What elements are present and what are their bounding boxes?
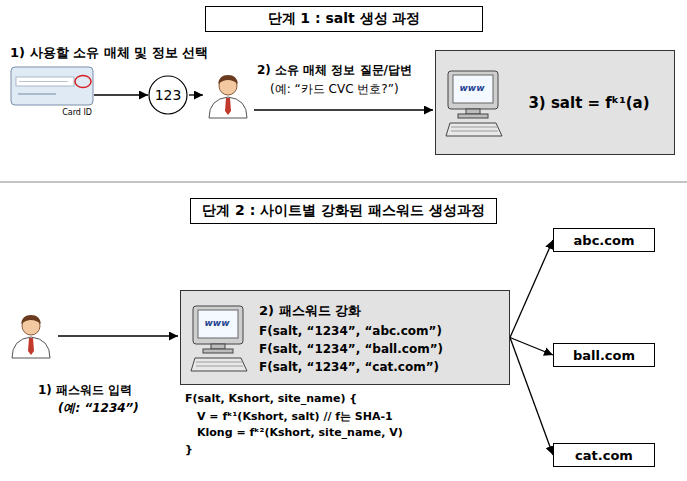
flow-connector <box>94 94 148 95</box>
section-divider <box>0 182 687 183</box>
card-print <box>18 93 56 95</box>
card-node: Card ID <box>10 66 94 122</box>
card-label: Card ID <box>62 108 92 117</box>
flow-connector <box>510 338 553 456</box>
keyboard-keys <box>196 362 243 363</box>
flow-arrow <box>254 109 433 110</box>
monitor-body <box>448 71 498 109</box>
flow-arrow <box>189 94 203 95</box>
flow-arrow <box>58 335 178 336</box>
strip-line <box>19 81 68 82</box>
person-hair <box>218 75 238 84</box>
example-text: (예: “카드 CVC 번호?”) <box>270 81 399 98</box>
person-tie <box>225 98 231 115</box>
code-line: F(salt, Kshort, site_name) { <box>185 392 357 405</box>
cvc-highlight <box>75 76 91 88</box>
screen-text: www <box>460 83 485 93</box>
function-call: F(salt, “1234”, “cat.com”) <box>259 360 439 374</box>
monitor-screen <box>198 310 238 338</box>
code-line: V = fᵏ¹(Kshort, salt) // f는 SHA-1 <box>197 409 393 424</box>
step-title: 2) 패스워드 강화 <box>259 302 361 320</box>
site-box: ball.com <box>553 343 655 367</box>
salt-formula: 3) salt = fᵏ¹(a) <box>528 94 649 112</box>
site-name: abc.com <box>574 233 635 248</box>
monitor-body <box>193 306 243 344</box>
computer-icon <box>446 69 504 139</box>
person-icon <box>12 315 50 358</box>
value-circle: 123 <box>148 75 188 115</box>
stage-header: 단계 2 : 사이트별 강화된 패스워드 생성과정 <box>190 198 497 224</box>
step-caption: 1) 사용할 소유 매체 및 정보 선택 <box>10 44 208 62</box>
monitor-neck <box>211 344 225 349</box>
card-body <box>11 67 93 105</box>
computer-icon <box>191 304 249 374</box>
server-box: 3) salt = fᵏ¹(a) <box>435 50 675 155</box>
person-hair <box>21 315 41 324</box>
site-box: abc.com <box>553 228 655 252</box>
keyboard <box>446 123 502 136</box>
monitor-base <box>458 114 488 118</box>
code-line: Klong = fᵏ²(Kshort, site_name, V) <box>197 426 403 439</box>
flow-connector <box>510 240 553 338</box>
function-call: F(salt, “1234”, “abc.com”) <box>259 324 442 338</box>
person-icon <box>209 75 247 118</box>
circle-outline <box>149 76 187 114</box>
keyboard-keys <box>451 127 498 128</box>
person-tie <box>28 338 34 355</box>
keyboard-keys <box>196 366 243 367</box>
card-illustration <box>10 66 94 106</box>
site-name: ball.com <box>573 348 635 363</box>
monitor-base <box>203 349 233 353</box>
site-box: cat.com <box>553 443 655 467</box>
keyboard <box>191 358 247 371</box>
site-name: cat.com <box>575 448 633 463</box>
stage-title: 단계 2 : 사이트별 강화된 패스워드 생성과정 <box>202 202 485 220</box>
screen-text: www <box>205 318 230 328</box>
signature-strip <box>16 77 74 86</box>
server-box: 2) 패스워드 강화 F(salt, “1234”, “abc.com”) F(sa… <box>180 290 510 385</box>
stage-header: 단계 1 : salt 생성 과정 <box>205 6 483 32</box>
cvc-value: 123 <box>155 87 182 103</box>
flow-connector <box>510 338 553 356</box>
step-caption: 1) 패스워드 입력 <box>38 382 132 399</box>
step-caption: 2) 소유 매체 정보 질문/답변 <box>257 62 412 79</box>
example-text: (예: “1234”) <box>58 400 139 417</box>
person-body <box>209 97 247 118</box>
code-line: } <box>185 443 193 456</box>
stage-title: 단계 1 : salt 생성 과정 <box>268 10 421 28</box>
monitor-neck <box>466 109 480 114</box>
monitor-screen <box>453 75 493 103</box>
person-body <box>12 337 50 358</box>
function-call: F(salt, “1234”, “ball.com”) <box>259 342 443 356</box>
keyboard-keys <box>451 131 498 132</box>
